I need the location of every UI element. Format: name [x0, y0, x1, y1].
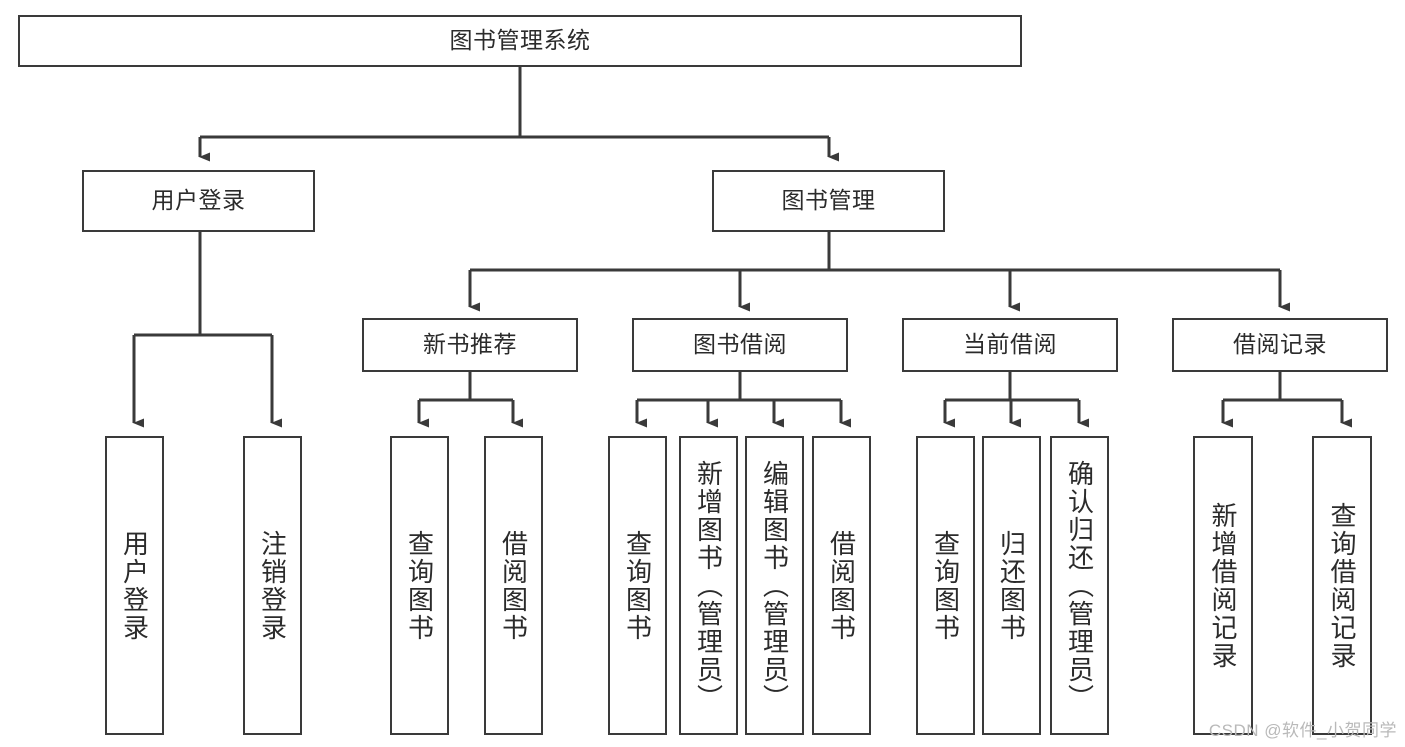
node-label: 用户登录 — [119, 529, 150, 642]
node-label: 当前借阅 — [963, 331, 1057, 358]
node-current-borrow[interactable]: 当前借阅 — [902, 318, 1118, 372]
node-borrow-record[interactable]: 借阅记录 — [1172, 318, 1388, 372]
node-label: 归还图书 — [996, 529, 1027, 642]
node-leaf-user-login[interactable]: 用户登录 — [105, 436, 164, 735]
node-leaf-edit-book[interactable]: 编辑图书（管理员） — [745, 436, 804, 735]
node-leaf-query-book-3[interactable]: 查询图书 — [916, 436, 975, 735]
node-label: 图书管理系统 — [449, 27, 591, 54]
node-label: 查询图书 — [930, 529, 961, 642]
node-leaf-add-record[interactable]: 新增借阅记录 — [1193, 436, 1253, 735]
node-book-borrow[interactable]: 图书借阅 — [632, 318, 848, 372]
node-label: 图书借阅 — [693, 331, 787, 358]
node-root-system[interactable]: 图书管理系统 — [18, 15, 1022, 67]
node-label: 新书推荐 — [423, 331, 517, 358]
node-label: 确认归还（管理员） — [1064, 459, 1095, 712]
node-label: 借阅图书 — [826, 529, 857, 642]
node-leaf-add-book[interactable]: 新增图书（管理员） — [679, 436, 738, 735]
node-label: 新增图书（管理员） — [693, 459, 724, 712]
node-label: 查询图书 — [404, 529, 435, 642]
node-leaf-query-book-1[interactable]: 查询图书 — [390, 436, 449, 735]
node-new-book-recommend[interactable]: 新书推荐 — [362, 318, 578, 372]
csdn-watermark: CSDN @软件_小贺同学 — [1208, 721, 1397, 740]
node-leaf-borrow-book-2[interactable]: 借阅图书 — [812, 436, 871, 735]
node-label: 借阅图书 — [498, 529, 529, 642]
node-label: 注销登录 — [257, 529, 288, 642]
node-leaf-query-book-2[interactable]: 查询图书 — [608, 436, 667, 735]
node-leaf-query-record[interactable]: 查询借阅记录 — [1312, 436, 1372, 735]
node-leaf-return-book[interactable]: 归还图书 — [982, 436, 1041, 735]
node-leaf-borrow-book-1[interactable]: 借阅图书 — [484, 436, 543, 735]
node-label: 图书管理 — [781, 187, 876, 214]
node-book-management[interactable]: 图书管理 — [712, 170, 945, 232]
node-label: 查询图书 — [622, 529, 653, 642]
node-label: 新增借阅记录 — [1208, 501, 1238, 670]
node-label: 借阅记录 — [1233, 331, 1327, 358]
node-label: 查询借阅记录 — [1327, 501, 1357, 670]
node-label: 编辑图书（管理员） — [759, 459, 790, 712]
node-label: 用户登录 — [151, 187, 246, 214]
node-leaf-confirm-return[interactable]: 确认归还（管理员） — [1050, 436, 1109, 735]
node-user-login[interactable]: 用户登录 — [82, 170, 315, 232]
node-leaf-logout[interactable]: 注销登录 — [243, 436, 302, 735]
